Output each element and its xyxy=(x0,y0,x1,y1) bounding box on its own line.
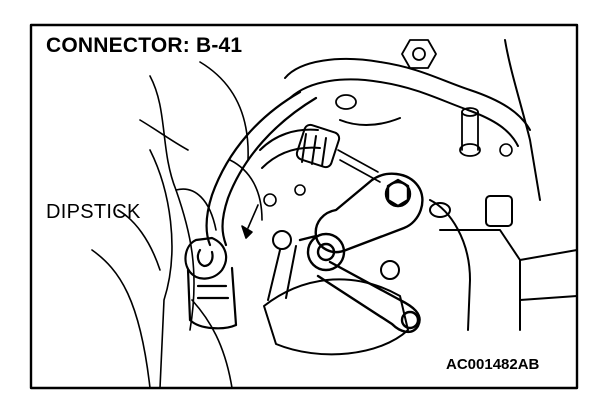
figure-id: AC001482AB xyxy=(443,356,543,373)
dipstick-label: DIPSTICK xyxy=(46,201,141,223)
connector-b41 xyxy=(259,123,381,183)
dipstick-tube xyxy=(184,90,318,330)
engine-block-outline xyxy=(91,61,263,389)
hose-pipe xyxy=(284,39,541,201)
connector-title: CONNECTOR: B-41 xyxy=(42,34,247,58)
bolt-small-group xyxy=(263,143,513,207)
dipstick-arrow xyxy=(241,204,259,239)
mounting-bracket xyxy=(263,195,578,356)
diagram-border xyxy=(29,23,579,390)
bolt-top-right xyxy=(335,39,481,157)
shift-lever xyxy=(298,172,424,334)
